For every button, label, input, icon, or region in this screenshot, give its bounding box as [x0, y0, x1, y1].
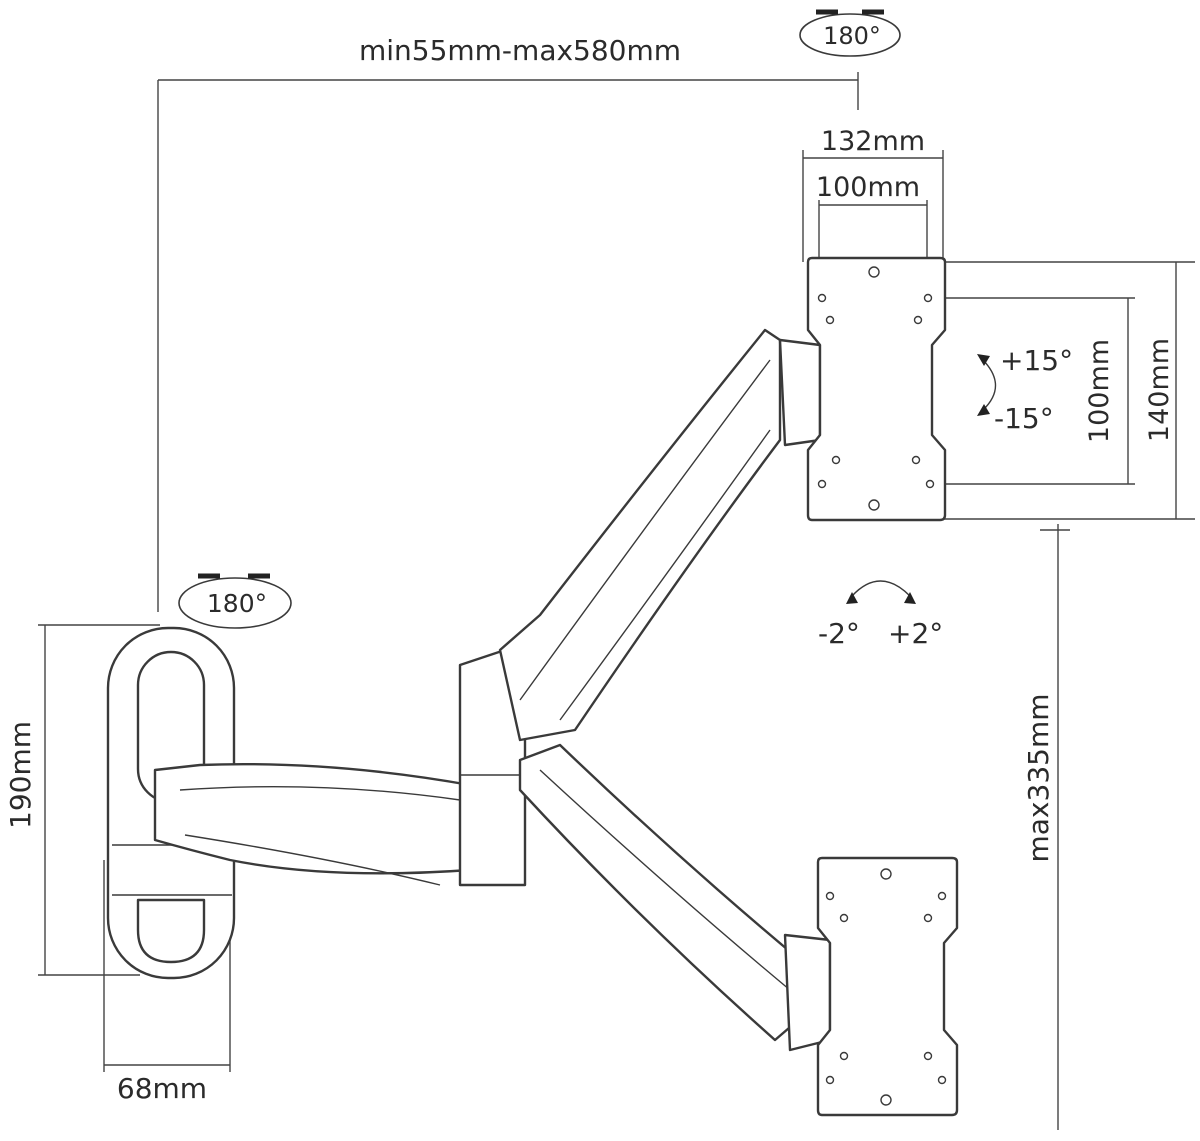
- reach-dimension: min55mm-max580mm: [157, 34, 859, 612]
- level-plus-label: +2°: [888, 617, 943, 650]
- tilt-down-label: -15°: [994, 402, 1054, 435]
- plate-height-dimensions: 140mm 100mm: [930, 261, 1195, 520]
- reach-label: min55mm-max580mm: [359, 34, 681, 67]
- base-rotation-badge: 180°: [178, 573, 292, 629]
- plate-height-label: 140mm: [1144, 338, 1175, 442]
- level-adjust-indicator: -2° +2°: [818, 580, 943, 650]
- vesa-plate-lower: [816, 856, 959, 1117]
- base-rotation-label: 180°: [207, 589, 267, 618]
- max-height-label: max335mm: [1022, 694, 1055, 863]
- vesa-plate-upper: [806, 256, 947, 522]
- plate-outer-width-label: 132mm: [821, 126, 925, 157]
- head-rotation-badge: 180°: [799, 9, 901, 57]
- gas-spring-arm-upper: [498, 328, 822, 742]
- first-arm: [153, 648, 527, 887]
- head-rotation-label: 180°: [823, 22, 881, 50]
- gas-spring-arm-lower: [518, 743, 832, 1052]
- base-height-label: 190mm: [4, 721, 37, 829]
- plate-vesa-width-label: 100mm: [816, 172, 920, 203]
- base-depth-label: 68mm: [117, 1072, 207, 1105]
- vesa-height-label: 100mm: [1084, 339, 1115, 443]
- level-minus-label: -2°: [818, 617, 860, 650]
- max-height-dimension: max335mm: [1022, 524, 1070, 1130]
- tilt-indicator: +15° -15°: [977, 344, 1073, 435]
- tilt-up-label: +15°: [1000, 344, 1073, 377]
- plate-width-dimensions: 132mm 100mm: [802, 126, 944, 292]
